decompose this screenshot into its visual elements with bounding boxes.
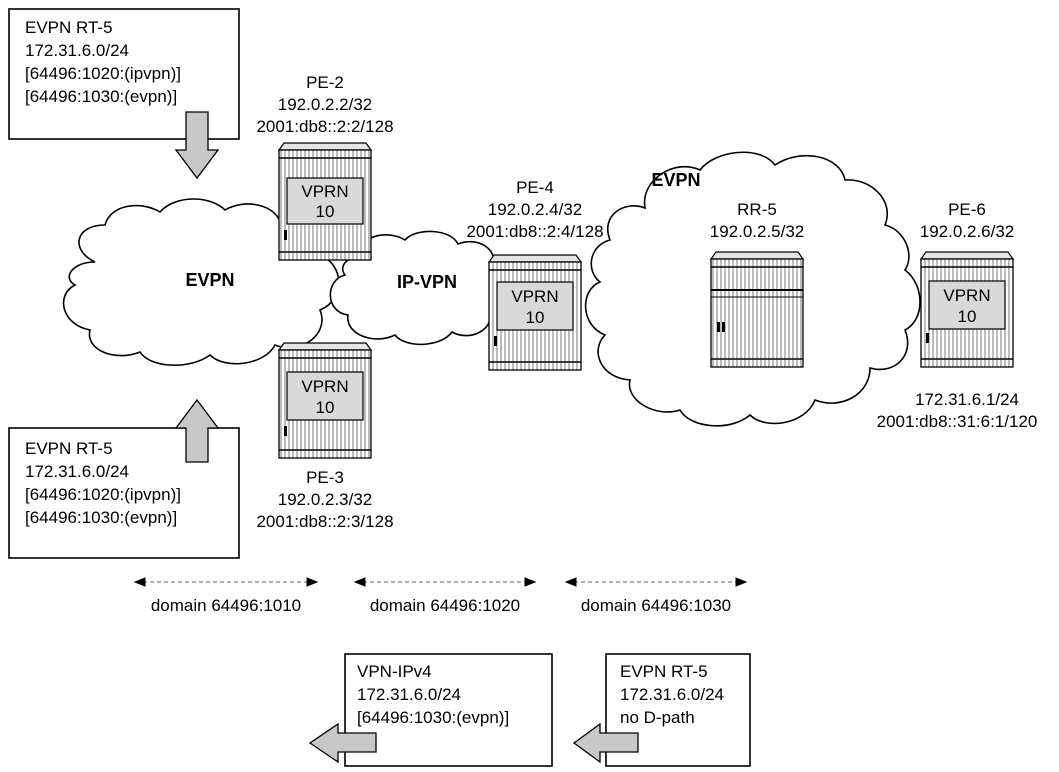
pe2-ipv6: 2001:db8::2:2/128 xyxy=(256,117,393,136)
pe3-ipv4: 192.0.2.3/32 xyxy=(278,490,373,509)
svg-text:[64496:1020:(ipvpn)]: [64496:1020:(ipvpn)] xyxy=(25,485,181,504)
pe2-ipv4: 192.0.2.2/32 xyxy=(278,95,373,114)
svg-text:172.31.6.0/24: 172.31.6.0/24 xyxy=(25,462,129,481)
svg-text:[64496:1020:(ipvpn)]: [64496:1020:(ipvpn)] xyxy=(25,64,181,83)
domain-1020-label: domain 64496:1020 xyxy=(370,596,520,615)
svg-text:EVPN RT-5: EVPN RT-5 xyxy=(25,18,113,37)
pe4-router: VPRN 10 xyxy=(489,255,581,370)
domain-range-1020: domain 64496:1020 xyxy=(356,582,534,615)
svg-text:10: 10 xyxy=(958,307,977,326)
svg-text:[64496:1030:(evpn)]: [64496:1030:(evpn)] xyxy=(25,508,177,527)
svg-text:VPN-IPv4: VPN-IPv4 xyxy=(357,662,432,681)
svg-text:VPRN: VPRN xyxy=(511,287,558,306)
rr5-name: RR-5 xyxy=(737,200,777,219)
svg-text:EVPN RT-5: EVPN RT-5 xyxy=(25,439,113,458)
svg-text:EVPN RT-5: EVPN RT-5 xyxy=(620,662,708,681)
evpn-left-cloud-label: EVPN xyxy=(185,270,234,290)
svg-text:no D-path: no D-path xyxy=(620,708,695,727)
svg-text:172.31.6.0/24: 172.31.6.0/24 xyxy=(620,685,724,704)
svg-text:10: 10 xyxy=(526,308,545,327)
svg-text:VPRN: VPRN xyxy=(301,377,348,396)
pe2-router: VPRN 10 xyxy=(279,143,371,260)
pe6-subnet-v6: 2001:db8::31:6:1/120 xyxy=(877,412,1038,431)
svg-text:10: 10 xyxy=(316,398,335,417)
pe3-ipv6: 2001:db8::2:3/128 xyxy=(256,512,393,531)
rr5-router xyxy=(711,252,803,367)
domain-1010-label: domain 64496:1010 xyxy=(151,596,301,615)
rr5-ipv4: 192.0.2.5/32 xyxy=(710,222,805,241)
pe4-ipv4: 192.0.2.4/32 xyxy=(488,200,583,219)
svg-text:VPRN: VPRN xyxy=(301,182,348,201)
svg-text:172.31.6.0/24: 172.31.6.0/24 xyxy=(357,685,461,704)
svg-text:172.31.6.0/24: 172.31.6.0/24 xyxy=(25,41,129,60)
pe6-router: VPRN 10 xyxy=(921,252,1013,367)
pe3-router: VPRN 10 xyxy=(279,343,371,458)
pe3-name: PE-3 xyxy=(306,468,344,487)
domain-range-1030: domain 64496:1030 xyxy=(567,582,745,615)
domain-range-1010: domain 64496:1010 xyxy=(136,582,316,615)
domain-1030-label: domain 64496:1030 xyxy=(581,596,731,615)
svg-text:VPRN: VPRN xyxy=(943,286,990,305)
pe6-name: PE-6 xyxy=(948,200,986,219)
svg-text:[64496:1030:(evpn)]: [64496:1030:(evpn)] xyxy=(25,87,177,106)
pe6-subnet-v4: 172.31.6.1/24 xyxy=(915,390,1019,409)
pe4-ipv6: 2001:db8::2:4/128 xyxy=(466,222,603,241)
evpn-right-cloud-label: EVPN xyxy=(651,170,700,190)
pe6-ipv4: 192.0.2.6/32 xyxy=(920,222,1015,241)
pe4-name: PE-4 xyxy=(516,178,554,197)
pe2-name: PE-2 xyxy=(306,73,344,92)
svg-text:[64496:1030:(evpn)]: [64496:1030:(evpn)] xyxy=(357,708,509,727)
svg-text:10: 10 xyxy=(316,202,335,221)
ipvpn-cloud-label: IP-VPN xyxy=(397,272,457,292)
